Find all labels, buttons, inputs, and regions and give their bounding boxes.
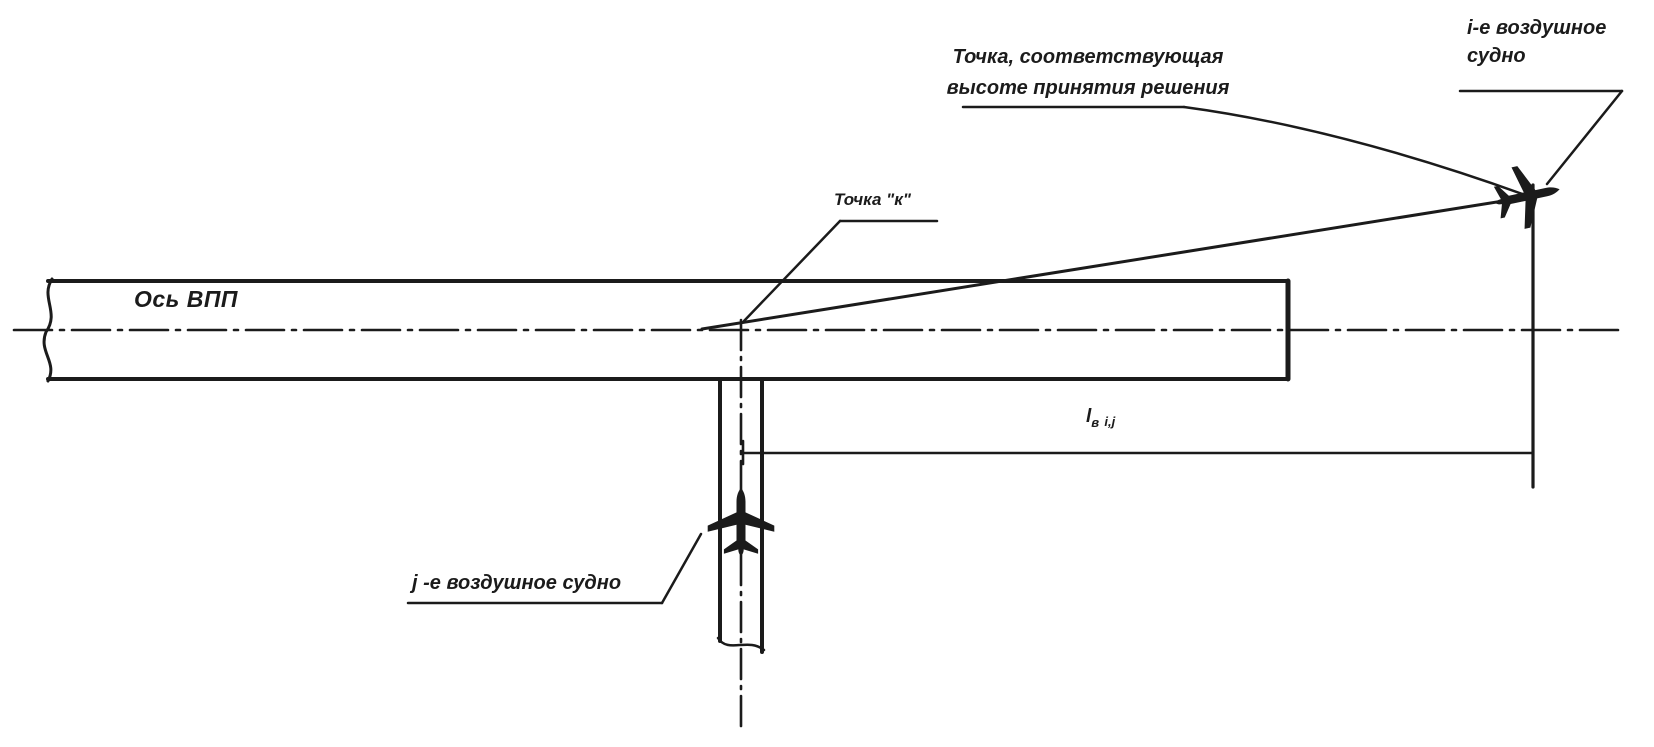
aircraft-i-label: i-е воздушное судно [1467, 17, 1607, 67]
taxiway-outline [716, 377, 766, 654]
taxiway-break-line [716, 636, 766, 652]
point-k-label: Точка "к" [834, 190, 911, 209]
runway-axis-label: Ось ВПП [134, 286, 238, 312]
dimension-label-symbol: l [1086, 406, 1092, 427]
leader-aircraft-j [406, 532, 703, 605]
dimension-label-indices: i,j [1104, 414, 1116, 429]
aircraft-j-icon [707, 487, 775, 556]
leader-decision-point [961, 105, 1530, 198]
runway-break-line [42, 277, 54, 383]
decision-height-point-label: Точка, соответствующая высоте принятия р… [926, 42, 1250, 104]
leader-point-k [742, 219, 939, 323]
dimension-label-subscript: в [1091, 414, 1100, 430]
decision-height-point-label-line2: высоте принятия решения [946, 77, 1230, 99]
runway-outline [42, 277, 1291, 383]
aircraft-j-label: j -е воздушное судно [412, 572, 622, 594]
leader-aircraft-i [1458, 89, 1624, 186]
decision-height-point-label-line1: Точка, соответствующая [952, 46, 1224, 68]
dimension-line [741, 439, 1535, 466]
aircraft-i-icon [1493, 166, 1560, 229]
dimension-label: lв i,j [1086, 406, 1115, 430]
sightline-point-k-to-aircraft-i [700, 195, 1530, 331]
